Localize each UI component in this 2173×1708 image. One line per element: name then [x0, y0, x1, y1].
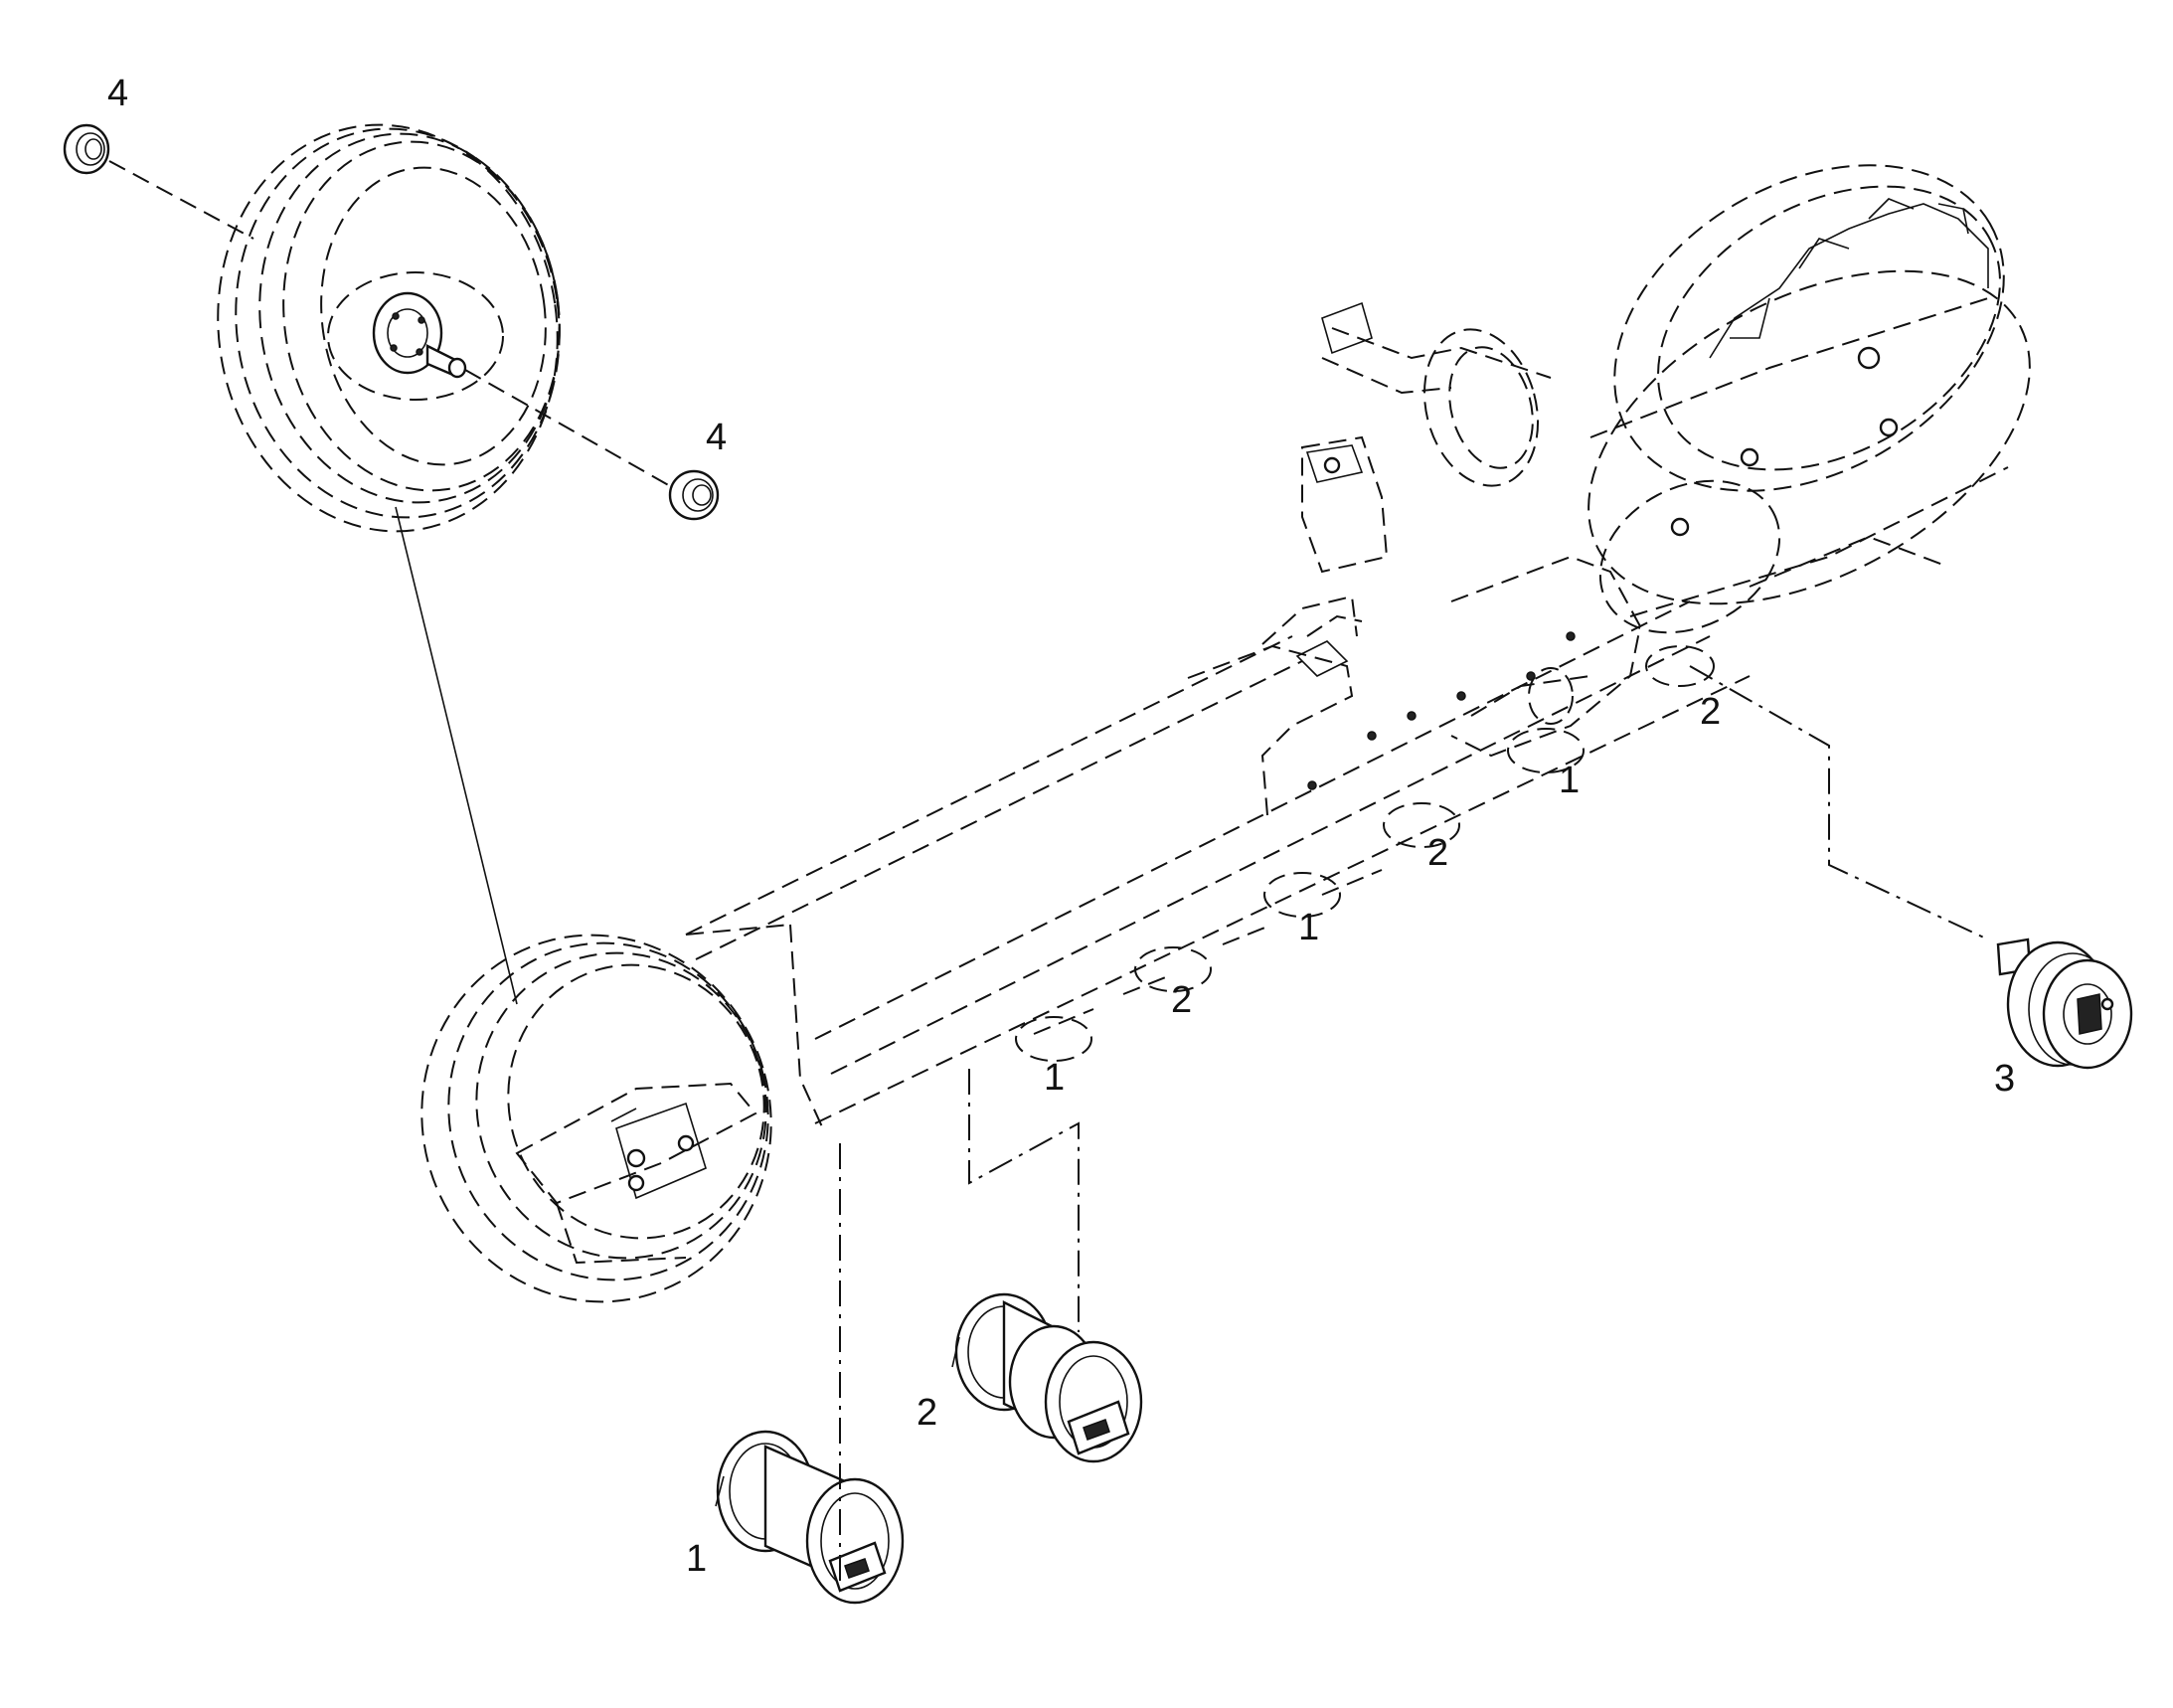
label-3: 3: [1994, 1058, 2015, 1100]
front-idler-on-frame: [420, 934, 772, 1303]
label-1-exploded: 1: [686, 1538, 707, 1580]
label-1-mid: 1: [1298, 907, 1319, 948]
idler-seal-bottom: [668, 469, 720, 521]
callout-labels: 4 4 2 1 2 1 2 1 3 2 1: [107, 73, 2015, 1580]
label-2-front: 2: [1171, 979, 1192, 1021]
carrier-roller-exploded: [1996, 938, 2133, 1070]
idler-hub: [372, 291, 467, 379]
label-1-rear: 1: [1559, 760, 1580, 801]
label-4-bottom: 4: [706, 417, 727, 458]
idler-seal-top: [63, 123, 110, 175]
label-2-exploded: 2: [917, 1392, 937, 1434]
label-4-top: 4: [107, 73, 128, 114]
leader-lines: [839, 665, 1989, 1581]
front-idler-wheel-exploded: [217, 123, 561, 533]
label-1-front: 1: [1044, 1057, 1065, 1099]
rear-drive-sprocket: [1301, 164, 2031, 634]
label-2-rear: 2: [1700, 691, 1721, 733]
double-flange-roller-exploded: [951, 1292, 1143, 1463]
track-rollers-on-frame: [1015, 645, 1715, 1062]
single-flange-roller-exploded: [715, 1430, 905, 1605]
track-frame: [685, 555, 1751, 1134]
label-2-mid: 2: [1427, 832, 1448, 874]
